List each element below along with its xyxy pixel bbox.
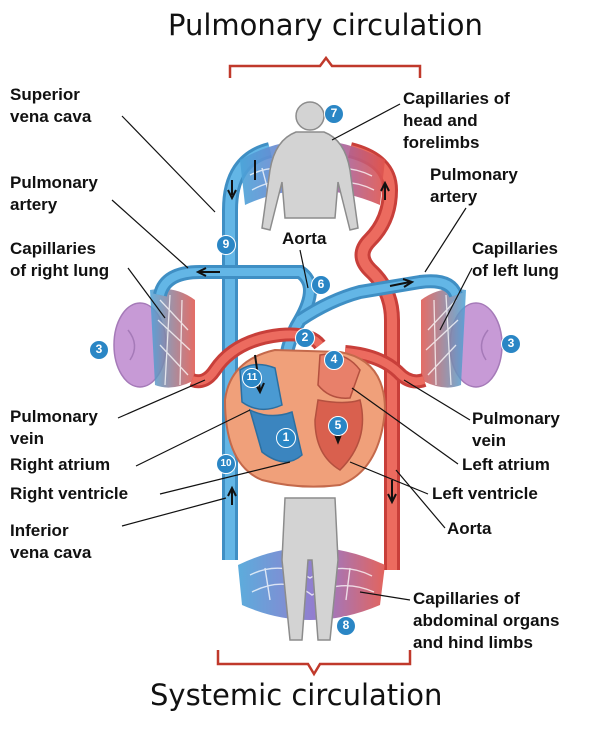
- systemic-bracket: [216, 650, 412, 677]
- label-superior-vena-cava: Superior vena cava: [10, 85, 92, 126]
- step-badge-s4: 4: [324, 350, 344, 370]
- step-badge-s9: 9: [216, 235, 236, 255]
- step-badge-s1: 1: [276, 428, 296, 448]
- label-inferior-vena-cava: Inferior vena cava: [10, 521, 92, 562]
- step-badge-s8: 8: [336, 616, 356, 636]
- label-aorta-bottom: Aorta: [447, 519, 492, 538]
- label-left-atrium: Left atrium: [462, 455, 550, 474]
- pulmonary-bracket: [228, 55, 422, 78]
- pulmonary-circulation-title: Pulmonary circulation: [168, 8, 483, 42]
- step-badge-s6: 6: [311, 275, 331, 295]
- label-aorta-top: Aorta: [282, 229, 327, 248]
- label-capillaries-right-lung: Capillaries of right lung: [10, 239, 110, 280]
- step-badge-s7: 7: [324, 104, 344, 124]
- capillaries-left-lung-bed: [421, 288, 466, 388]
- label-pulmonary-artery-left: Pulmonary artery: [10, 173, 98, 214]
- step-badge-s2: 2: [295, 328, 315, 348]
- label-capillaries-abdominal: Capillaries of abdominal organs and hind…: [413, 589, 560, 652]
- label-pulmonary-vein-left: Pulmonary vein: [10, 407, 98, 448]
- step-badge-s3-right: 3: [501, 334, 521, 354]
- lower-body-figure: [281, 497, 339, 641]
- label-pulmonary-vein-right: Pulmonary vein: [472, 409, 560, 450]
- systemic-circulation-title: Systemic circulation: [150, 678, 443, 712]
- label-capillaries-left-lung: Capillaries of left lung: [472, 239, 559, 280]
- step-badge-s11: 11: [242, 368, 262, 388]
- label-pulmonary-artery-right: Pulmonary artery: [430, 165, 518, 206]
- step-badge-s3-left: 3: [89, 340, 109, 360]
- label-capillaries-head: Capillaries of head and forelimbs: [403, 89, 510, 152]
- step-badge-s5: 5: [328, 416, 348, 436]
- label-right-ventricle: Right ventricle: [10, 484, 129, 503]
- label-left-ventricle: Left ventricle: [432, 484, 538, 503]
- upper-body-figure: [261, 101, 359, 231]
- flow-arrows: [0, 0, 222, 100]
- capillaries-right-lung-bed: [150, 288, 195, 388]
- label-right-atrium: Right atrium: [10, 455, 111, 474]
- step-badge-s10: 10: [216, 454, 236, 474]
- leader-lines: [111, 103, 473, 601]
- capillaries-abdominal-bed: [238, 547, 385, 620]
